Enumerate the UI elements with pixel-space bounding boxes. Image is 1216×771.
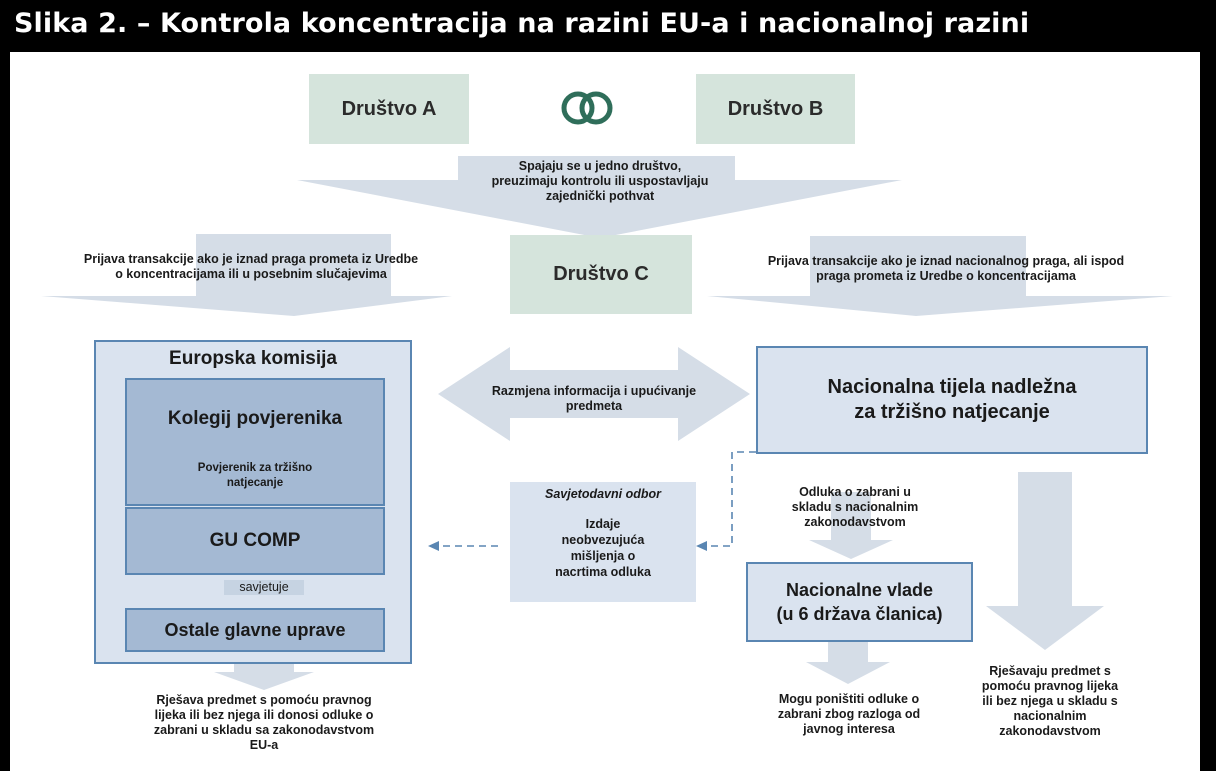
- governments-outcome-text: Mogu poništiti odluke o zabrani zbog raz…: [777, 692, 921, 736]
- notify-eu-arrow: [41, 234, 452, 316]
- national-resolve-arrow: [986, 472, 1104, 650]
- other-dgs-box: Ostale glavne uprave: [125, 608, 385, 652]
- national-authorities-line1: Nacionalna tijela nadležna: [827, 376, 1077, 398]
- notify-national-text: Prijava transakcije ako je iznad naciona…: [767, 254, 1125, 283]
- advisory-title: Savjetodavni odbor: [545, 487, 661, 501]
- commission-title: Europska komisija: [169, 348, 337, 369]
- governments-line2: (u 6 država članica): [776, 604, 943, 624]
- company-c-box: Društvo C: [510, 235, 692, 314]
- advisory-box: [510, 482, 696, 602]
- company-c-label: Društvo C: [553, 263, 649, 285]
- figure-title: Slika 2. – Kontrola koncentracija na raz…: [14, 8, 1030, 39]
- national-authorities-box: Nacionalna tijela nadležna za tržišno na…: [756, 346, 1148, 454]
- merge-text: Spajaju se u jedno društvo, preuzimaju k…: [491, 159, 709, 203]
- college-box: [125, 378, 385, 506]
- dashed-arrowhead-advisory: [696, 541, 707, 551]
- company-b-label: Društvo B: [727, 97, 824, 120]
- national-authorities-line2: za tržišno natjecanje: [854, 401, 1050, 423]
- diagram-canvas: Društvo A Društvo B Spajaju se u jedno d…: [10, 52, 1200, 771]
- eu-resolve-arrow: [214, 664, 314, 690]
- commissioner-label: Povjerenik za tržišno natjecanje: [197, 462, 313, 489]
- company-a-label: Društvo A: [341, 97, 437, 120]
- governments-line1: Nacionalne vlade: [785, 580, 934, 600]
- other-dgs-label: Ostale glavne uprave: [164, 619, 346, 640]
- exchange-text: Razmjena informacija i upućivanje predme…: [491, 384, 697, 413]
- college-label: Kolegij povjerenika: [167, 408, 343, 429]
- notify-national-arrow: [707, 236, 1173, 316]
- exchange-arrow: [438, 347, 750, 441]
- national-outcome-text: Rješavaju predmet s pomoću pravnog lijek…: [981, 664, 1119, 738]
- dg-comp-label: GU COMP: [209, 530, 301, 551]
- governments-arrow: [806, 642, 890, 684]
- dashed-arrowhead-commission: [428, 541, 439, 551]
- dg-comp-box: GU COMP: [125, 507, 385, 575]
- advises-label: savjetuje: [224, 580, 304, 595]
- prohibition-arrow: [809, 492, 893, 559]
- notify-eu-text: Prijava transakcije ako je iznad praga p…: [83, 252, 419, 281]
- company-a-box: Društvo A: [309, 74, 469, 144]
- merge-arrow: [297, 156, 902, 238]
- dashed-connector-national-to-advisory: [698, 451, 756, 547]
- eu-outcome-text: Rješava predmet s pomoću pravnog lijeka …: [153, 693, 375, 752]
- company-b-box: Društvo B: [696, 74, 855, 144]
- arrows-layer: [41, 156, 1173, 690]
- national-governments-box: Nacionalne vlade (u 6 država članica): [746, 562, 973, 642]
- advisory-text: Izdaje neobvezujuća mišljenja o nacrtima…: [555, 517, 651, 579]
- prohibition-text: Odluka o zabrani u skladu s nacionalnim …: [791, 485, 919, 529]
